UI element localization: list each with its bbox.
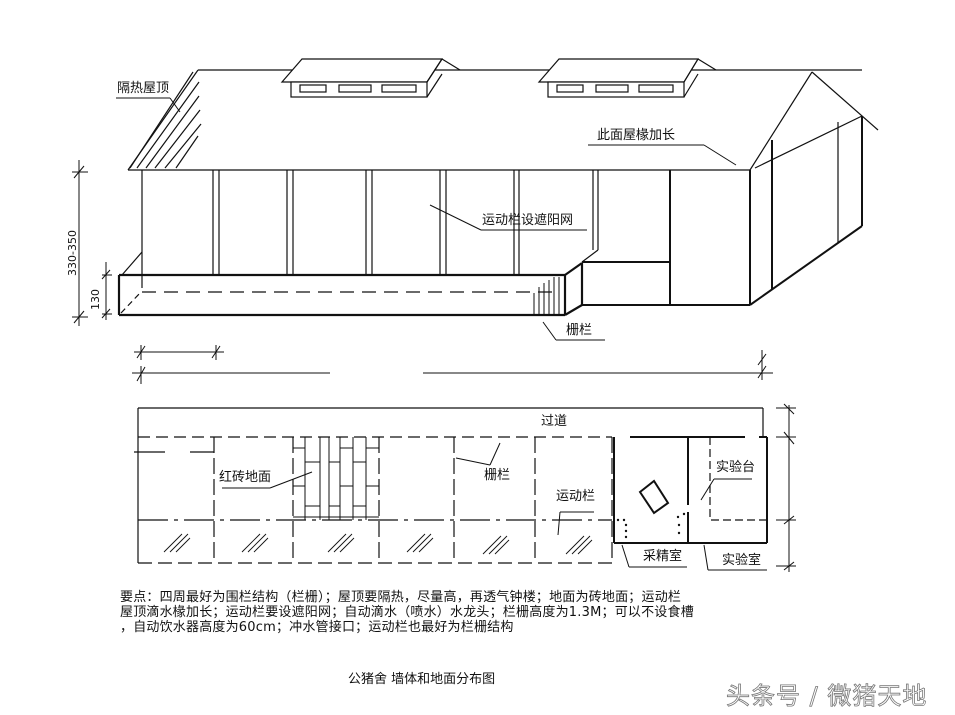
label-red-brick-floor: 红砖地面 [219, 470, 272, 485]
label-fence-elevation: 栅栏 [566, 323, 593, 338]
dimension-lines-elevation [72, 160, 773, 384]
figure-caption: 公猪舍 墙体和地面分布图 [348, 672, 496, 687]
label-exercise-pen: 运动栏 [556, 489, 596, 504]
label-fence-plan: 栅栏 [484, 468, 511, 483]
label-insulated-roof: 隔热屋顶 [117, 81, 170, 96]
door-dots [616, 512, 686, 539]
label-semen-collection-room: 采精室 [643, 549, 683, 564]
notes-line-1: 要点：四周最好为围栏结构（栏栅）；屋顶要隔热，尽量高，再透气钟楼；地面为砖地面；… [120, 590, 682, 605]
notes-line-2: 屋顶滴水椽加长；运动栏要设遮阳网；自动滴水（喷水）水龙头；栏栅高度为1.3M；可… [120, 605, 694, 620]
roof [127, 69, 879, 171]
label-sunshade-net: 运动栏设遮阳网 [482, 213, 574, 228]
ventilation-monitor-right [537, 58, 717, 98]
key-points-notes: 要点：四周最好为围栏结构（栏栅）；屋顶要隔热，尽量高，再透气钟楼；地面为砖地面；… [120, 590, 694, 635]
watermark: 头条号 / 微猪天地 [726, 682, 928, 711]
label-extend-rafter: 此面屋椽加长 [597, 128, 676, 143]
ventilation-monitor-left [280, 58, 461, 98]
facade-posts [121, 170, 599, 288]
floor-hatch-marks [163, 533, 593, 555]
red-brick-pattern [293, 437, 379, 520]
label-laboratory: 实验室 [722, 553, 762, 568]
label-aisle: 过道 [541, 414, 568, 429]
end-rooms [582, 116, 863, 306]
dimension-lines-plan [776, 403, 796, 572]
exercise-pen [117, 262, 584, 317]
dimension-total-height: 330-350 [66, 230, 79, 276]
label-lab-bench: 实验台 [716, 460, 756, 475]
dimension-fence-height: 130 [89, 289, 102, 310]
fence-gate-hatch [533, 277, 560, 315]
rooms-plan [613, 436, 768, 544]
plan-outline [134, 407, 764, 564]
notes-line-3: ，自动饮水器高度为60cm；冲水管接口；运动栏也最好为栏栅结构 [120, 620, 514, 635]
